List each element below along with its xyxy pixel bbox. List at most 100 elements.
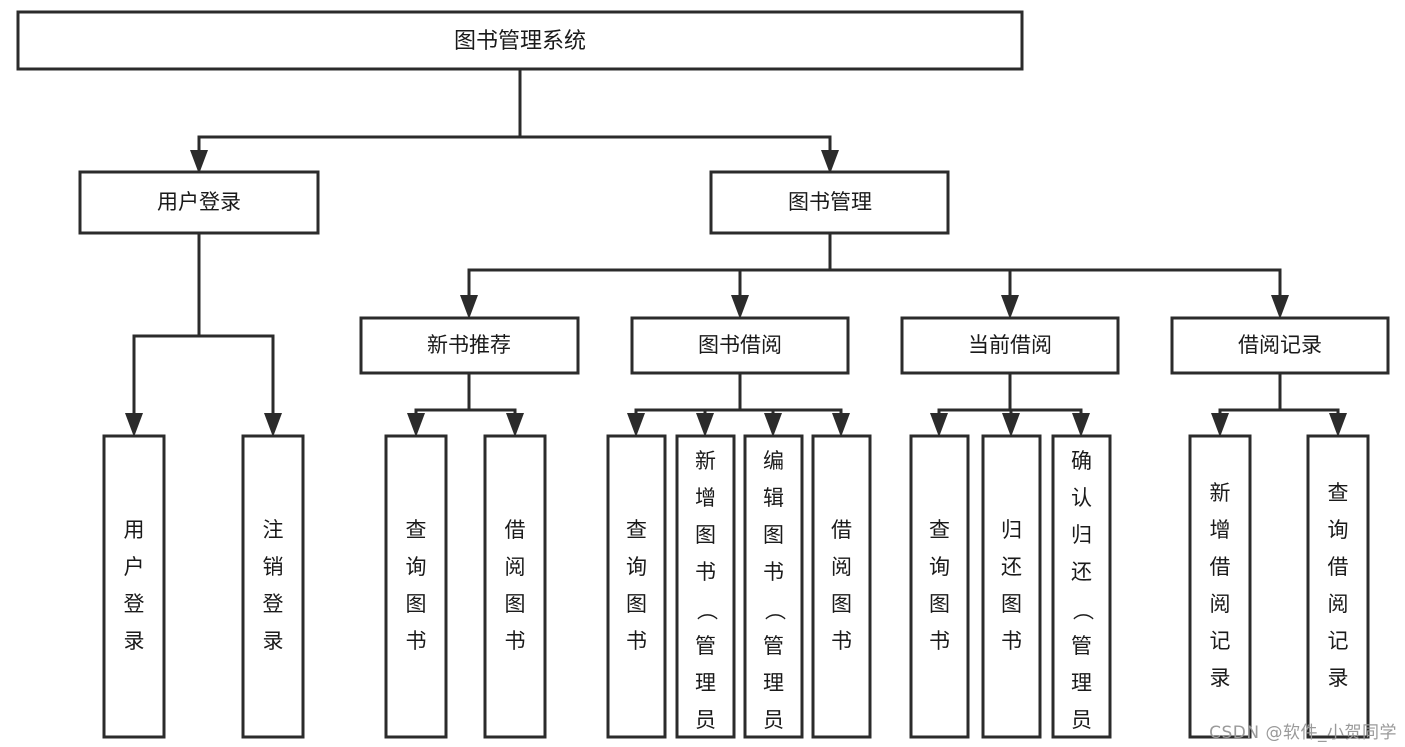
book-borrow-box[interactable] [630,316,850,375]
leaf-0-char: 录 [124,629,145,653]
leaf-5-char: 书 [695,560,716,584]
leaf-12-char: 借 [1328,555,1349,579]
arrow-to-leaf-query-book-a [407,413,425,437]
leaf-8-box[interactable] [909,434,970,739]
edge-bookmgmt-to-level3-bus [467,231,1282,308]
node-leaf-8[interactable]: 查询图书查询图书 [909,434,970,739]
node-leaf-3[interactable]: 借阅图书借阅图书 [483,434,547,739]
leaf-9-char: 还 [1001,555,1022,579]
node-leaf-9[interactable]: 归还图书归还图书 [981,434,1042,739]
node-leaf-1[interactable]: 注销登录注销登录 [241,434,305,739]
leaf-2-box[interactable] [384,434,448,739]
book-management-box[interactable] [709,170,950,235]
leaf-1-char: 注 [263,518,284,542]
node-borrow-record[interactable]: 借阅记录 [1170,316,1390,375]
edge-layer [125,67,1347,437]
leaf-1-char: 录 [263,629,284,653]
leaf-4-char: 询 [626,555,647,579]
user-login-label: 用户登录 [157,190,241,214]
root-box[interactable] [16,10,1024,71]
leaf-11-char: 借 [1210,555,1231,579]
arrow-to-leaf-query-book-b [627,413,645,437]
leaf-1-box[interactable] [241,434,305,739]
leaf-9-char: 图 [1001,592,1022,616]
leaf-6-char: 员 [763,708,784,732]
leaf-12-char: 询 [1328,518,1349,542]
node-new-book-recommend[interactable]: 新书推荐 [359,316,580,375]
edge-userlogin-to-leaves [132,231,275,426]
new-book-recommend-box[interactable] [359,316,580,375]
leaf-7-char: 借 [831,518,852,542]
leaf-12-char: 记 [1328,629,1349,653]
leaf-12-box[interactable] [1306,434,1370,739]
book-borrow-label: 图书借阅 [698,333,782,357]
leaf-0-char: 用 [124,518,145,542]
leaf-8-char: 图 [929,592,950,616]
leaf-3-char: 图 [505,592,526,616]
leaf-2-char: 询 [406,555,427,579]
node-user-login[interactable]: 用户登录 [78,170,320,235]
node-leaf-7[interactable]: 借阅图书借阅图书 [811,434,872,739]
leaf-12-char: 查 [1328,481,1349,505]
leaf-6-char: 理 [763,671,784,695]
node-leaf-11[interactable]: 新增借阅记录新增借阅记录 [1188,434,1252,739]
leaf-0-char: 户 [124,555,145,579]
leaf-8-char: 查 [929,518,950,542]
root-label: 图书管理系统 [454,29,586,54]
arrow-to-leaf-add-book [696,413,714,437]
arrow-to-book-management [821,150,839,174]
leaf-10-box[interactable] [1051,434,1112,739]
leaf-7-box[interactable] [811,434,872,739]
current-borrow-box[interactable] [900,316,1120,375]
arrow-to-book-borrow [731,295,749,319]
leaf-4-box[interactable] [606,434,667,739]
current-borrow-label: 当前借阅 [968,333,1052,357]
user-login-box[interactable] [78,170,320,235]
node-book-management[interactable]: 图书管理 [709,170,950,235]
leaf-7-char: 图 [831,592,852,616]
leaf-0-box[interactable] [102,434,166,739]
edge-root-to-level2-bus [197,67,832,162]
node-leaf-12[interactable]: 查询借阅记录查询借阅记录 [1306,434,1370,739]
node-leaf-0[interactable]: 用户登录用户登录 [102,434,166,739]
leaf-6-char: （ [763,600,787,621]
leaf-5-char: 员 [695,708,716,732]
node-leaf-2[interactable]: 查询图书查询图书 [384,434,448,739]
node-leaf-4[interactable]: 查询图书查询图书 [606,434,667,739]
edge-borrow-to-leaves [634,371,843,426]
arrow-to-leaf-query-book-c [930,413,948,437]
arrow-to-leaf-logout [264,413,282,437]
leaf-11-box[interactable] [1188,434,1252,739]
leaf-5-char: 管 [695,634,716,658]
leaf-4-char: 查 [626,518,647,542]
leaf-6-box[interactable] [743,434,804,739]
leaf-5-box[interactable] [675,434,736,739]
node-book-borrow[interactable]: 图书借阅 [630,316,850,375]
leaf-10-char: 管 [1071,634,1092,658]
arrow-to-user-login [190,150,208,174]
leaf-3-box[interactable] [483,434,547,739]
leaf-10-char: 还 [1071,560,1092,584]
node-root[interactable]: 图书管理系统 [16,10,1024,71]
leaf-2-char: 图 [406,592,427,616]
leaf-6-char: 管 [763,634,784,658]
borrow-record-box[interactable] [1170,316,1390,375]
leaf-3-char: 阅 [505,555,526,579]
node-current-borrow[interactable]: 当前借阅 [900,316,1120,375]
arrow-to-leaf-query-record [1329,413,1347,437]
leaf-4-char: 书 [626,629,647,653]
leaf-11-char: 录 [1210,666,1231,690]
arrow-to-new-book-recommend [460,295,478,319]
leaf-3-char: 书 [505,629,526,653]
edge-record-to-leaves [1218,371,1340,426]
leaf-5-char: 图 [695,523,716,547]
leaf-9-char: 归 [1001,518,1022,542]
leaf-6-char: 书 [763,560,784,584]
leaf-10-char: 理 [1071,671,1092,695]
leaf-9-box[interactable] [981,434,1042,739]
leaf-11-char: 记 [1210,629,1231,653]
